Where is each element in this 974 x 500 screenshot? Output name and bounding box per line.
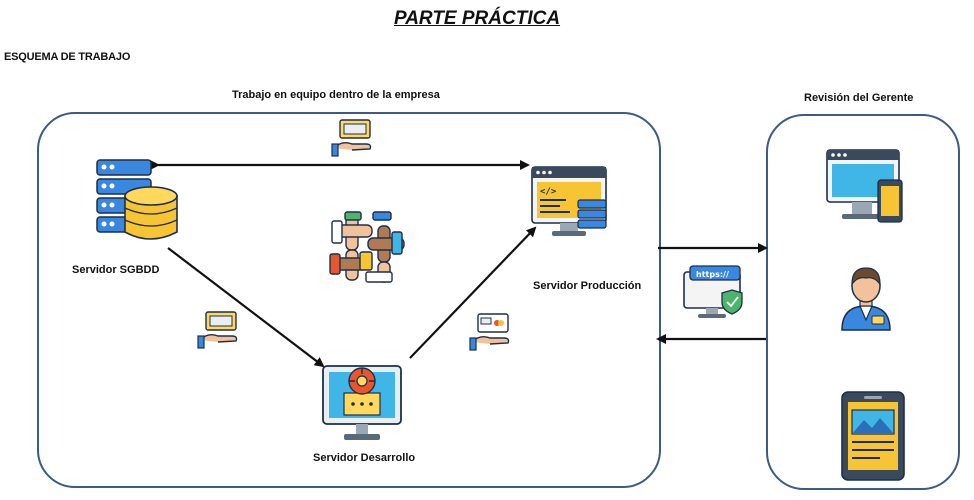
section-subtitle: ESQUEMA DE TRABAJO xyxy=(4,51,131,63)
desktop-phone-icon xyxy=(826,149,903,223)
page-title: PARTE PRÁCTICA xyxy=(393,8,561,29)
arrow-desarrollo-produccion xyxy=(409,226,537,359)
produccion-label: Servidor Producción xyxy=(533,280,642,292)
team-panel-label: Trabajo en equipo dentro de la empresa xyxy=(232,89,440,101)
hand-card-icon xyxy=(331,119,372,157)
https-secure-monitor-icon: https:// xyxy=(683,265,743,318)
development-monitor-icon xyxy=(322,365,402,440)
manager-panel xyxy=(766,114,960,490)
https-badge-text: https:// xyxy=(696,270,729,279)
hand-payment-card-icon xyxy=(469,313,510,351)
team-panel xyxy=(37,112,661,488)
code-monitor-server-icon: </> xyxy=(531,166,607,236)
hand-card-icon xyxy=(197,311,238,349)
sgbdd-label: Servidor SGBDD xyxy=(72,264,160,276)
database-server-icon xyxy=(96,159,178,240)
manager-avatar-icon xyxy=(841,267,891,331)
phone-image-icon xyxy=(841,391,905,481)
svg-text:</>: </> xyxy=(540,187,557,197)
arrow-sgbdd-desarrollo xyxy=(167,247,325,368)
teamwork-hands-icon xyxy=(329,211,405,283)
manager-panel-label: Revisión del Gerente xyxy=(804,92,914,104)
desarrollo-label: Servidor Desarrollo xyxy=(313,452,416,464)
